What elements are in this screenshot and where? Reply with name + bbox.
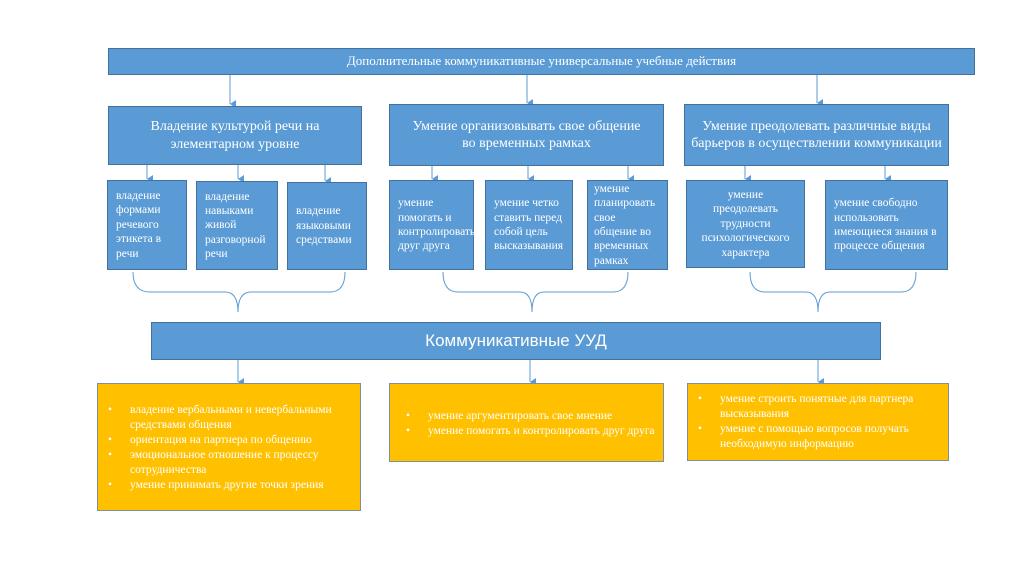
result-item: умение строить понятные для партнера выс… [698, 392, 940, 422]
result-item: владение вербальными и невербальными сре… [108, 403, 352, 433]
group-box-time-frame: Умение организовывать свое общение во вр… [389, 104, 664, 166]
result-box: умение строить понятные для партнера выс… [687, 383, 949, 461]
result-item: умение аргументировать свое мнение [406, 409, 655, 424]
result-box: владение вербальными и невербальными сре… [97, 383, 361, 511]
item-box: владение навыками живой разговорной речи [196, 181, 278, 270]
item-box: умение преодолевать трудности психологич… [686, 180, 805, 268]
group-box-speech-culture: Владение культурой речи на элементарном … [108, 106, 362, 165]
result-item: эмоциональное отношение к процессу сотру… [108, 448, 352, 478]
top-title-box: Дополнительные коммуникативные универсал… [108, 48, 975, 75]
item-box: умение свободно использовать имеющиеся з… [825, 180, 948, 270]
result-item: ориентация на партнера по общению [108, 433, 352, 448]
braces [132, 271, 917, 313]
item-box: умение четко ставить перед собой цель вы… [485, 180, 573, 270]
item-box: владение языковыми средствами [287, 182, 367, 270]
result-item: умение помогать и контролировать друг др… [406, 424, 655, 439]
group-box-barriers: Умение преодолевать различные виды барье… [684, 104, 949, 166]
item-box: умение планировать свое общение во време… [587, 180, 668, 270]
result-item: умение с помощью вопросов получать необх… [698, 422, 940, 452]
main-box: Коммуникативные УУД [151, 322, 881, 360]
item-box: владение формами речевого этикета в речи [107, 180, 187, 270]
result-item: умение принимать другие точки зрения [108, 478, 352, 493]
arrows [146, 75, 891, 386]
item-box: умение помогать и контролировать друг др… [389, 180, 475, 270]
result-box: умение аргументировать свое мнение умени… [389, 383, 664, 462]
